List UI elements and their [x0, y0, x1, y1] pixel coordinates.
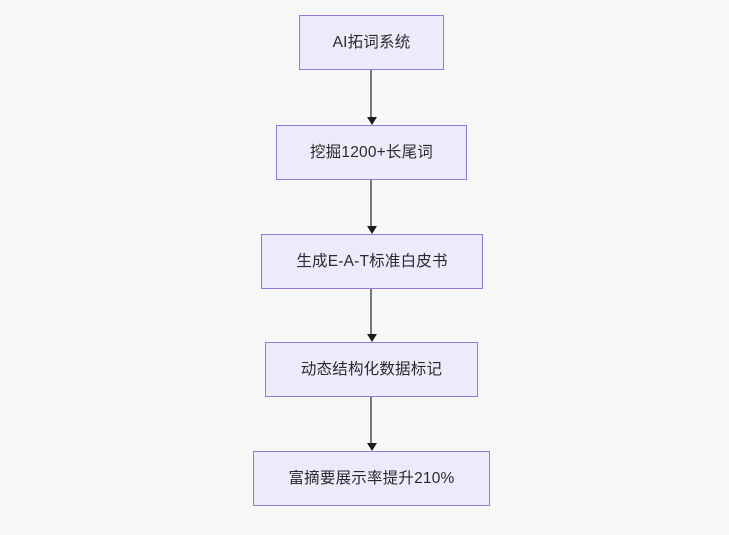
flow-node-label: 富摘要展示率提升210% [288, 469, 455, 487]
flow-node-label: AI拓词系统 [332, 33, 411, 51]
flow-node-n1[interactable]: AI拓词系统 [299, 15, 444, 70]
edge-line [370, 70, 372, 118]
flow-node-n5[interactable]: 富摘要展示率提升210% [253, 451, 490, 506]
arrowhead-icon [367, 116, 377, 125]
arrowhead-icon [367, 225, 377, 234]
flow-node-n4[interactable]: 动态结构化数据标记 [265, 342, 478, 397]
flow-node-label: 挖掘1200+长尾词 [309, 143, 434, 161]
arrowhead-icon [367, 442, 377, 451]
flow-node-n3[interactable]: 生成E-A-T标准白皮书 [261, 234, 483, 289]
edge-line [370, 289, 372, 335]
flow-node-label: 生成E-A-T标准白皮书 [296, 252, 448, 270]
edge-line [370, 397, 372, 444]
arrowhead-icon [367, 333, 377, 342]
edge-line [370, 180, 372, 227]
flow-node-label: 动态结构化数据标记 [300, 360, 443, 378]
flow-node-n2[interactable]: 挖掘1200+长尾词 [276, 125, 467, 180]
